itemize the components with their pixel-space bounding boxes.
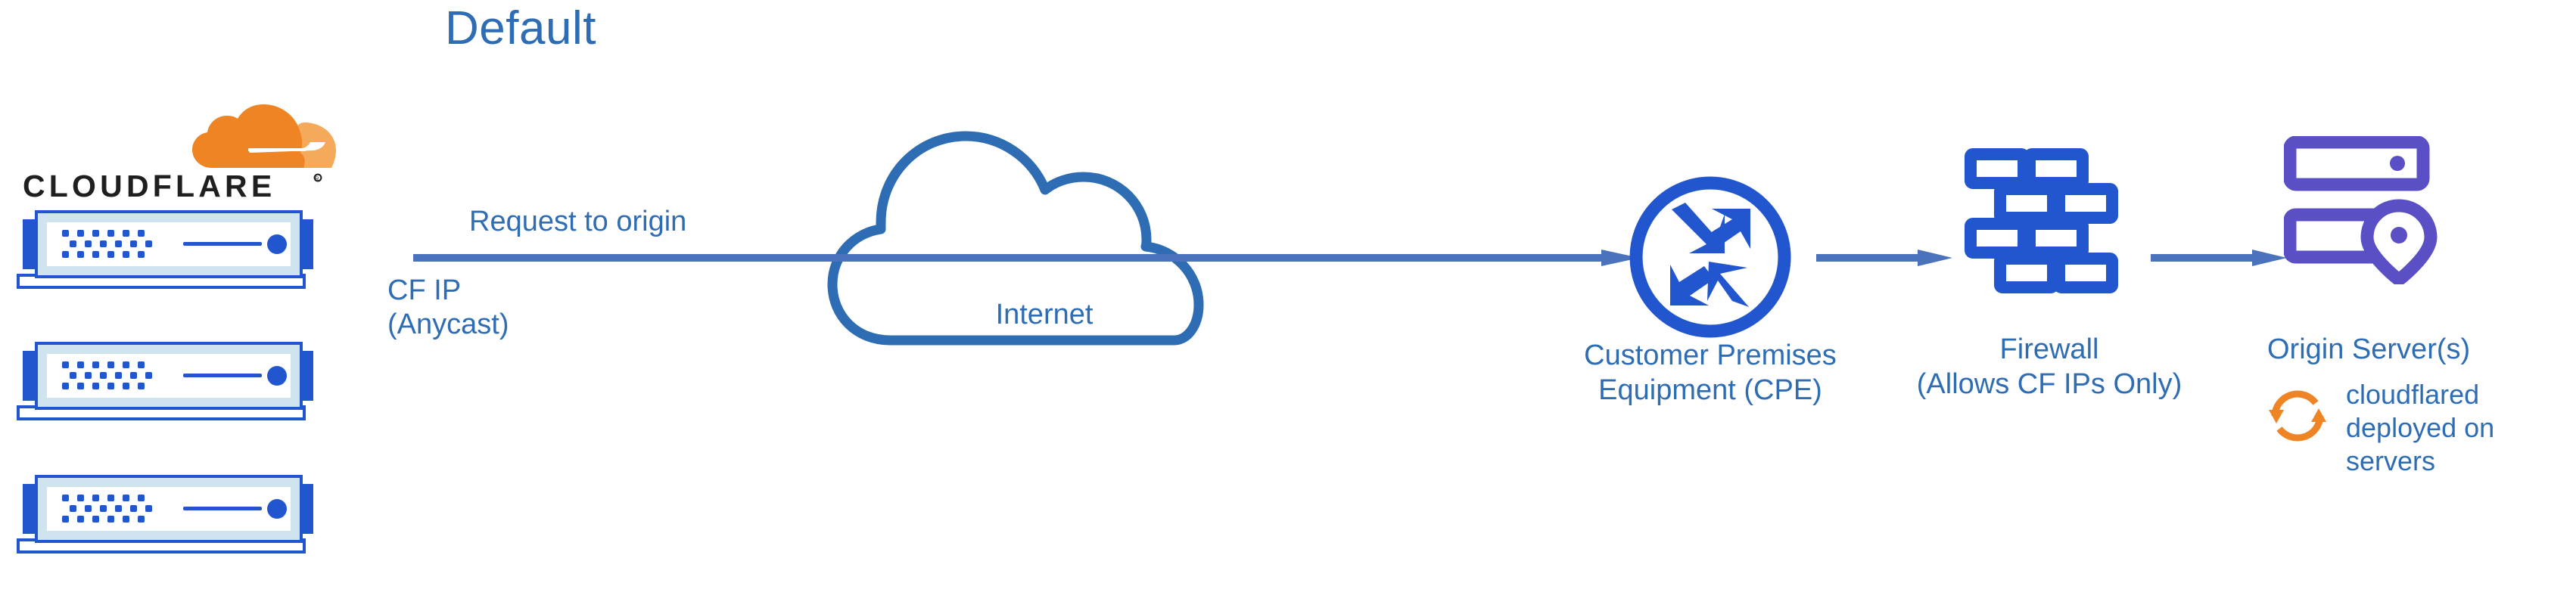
right-arrow-icon — [2151, 248, 2287, 268]
request-to-origin-label: Request to origin — [469, 206, 687, 237]
firewall-label-line-1: Firewall — [1999, 333, 2099, 365]
cloudflared-text-line-2: deployed on — [2346, 411, 2495, 443]
cf-ip-anycast-label: CF IP (Anycast) — [387, 274, 509, 342]
internet-label: Internet — [995, 299, 1094, 330]
cf-ip-line-2: (Anycast) — [387, 308, 509, 340]
sync-arrows-icon — [2264, 383, 2331, 449]
cpe-label: Customer Premises Equipment (CPE) — [1529, 339, 1892, 408]
cf-ip-line-1: CF IP — [387, 274, 462, 306]
brick-wall-icon — [1965, 148, 2131, 296]
svg-text:R: R — [315, 176, 319, 181]
router-four-arrows-icon — [1626, 172, 1795, 342]
cloudflared-text-line-1: cloudflared — [2346, 379, 2480, 410]
server-rack-location-pin-icon — [2283, 135, 2447, 287]
cloudflared-annotation: cloudflared deployed on servers — [2264, 378, 2576, 499]
page-title: Default — [445, 2, 596, 54]
cloudflare-logo: CLOUDFLARE R — [23, 103, 336, 203]
right-arrow-icon — [1816, 248, 1952, 268]
cloudflare-cloud-mark-icon — [191, 103, 336, 172]
origin-server-label: Origin Server(s) — [2267, 333, 2471, 365]
cpe-label-line-2: Equipment (CPE) — [1598, 374, 1822, 406]
svg-text:CLOUDFLARE: CLOUDFLARE — [23, 169, 275, 203]
network-switch-icon — [17, 342, 328, 420]
network-switch-icon — [17, 210, 328, 289]
cpe-label-line-1: Customer Premises — [1584, 340, 1837, 371]
cloudflare-wordmark: CLOUDFLARE R — [23, 169, 325, 203]
cloudflared-text-line-3: servers — [2346, 445, 2436, 476]
firewall-label: Firewall (Allows CF IPs Only) — [1884, 333, 2214, 402]
network-switch-icon — [17, 475, 328, 554]
right-arrow-icon — [413, 250, 1639, 266]
cloudflared-text: cloudflared deployed on servers — [2346, 378, 2573, 478]
firewall-label-line-2: (Allows CF IPs Only) — [1916, 367, 2182, 400]
